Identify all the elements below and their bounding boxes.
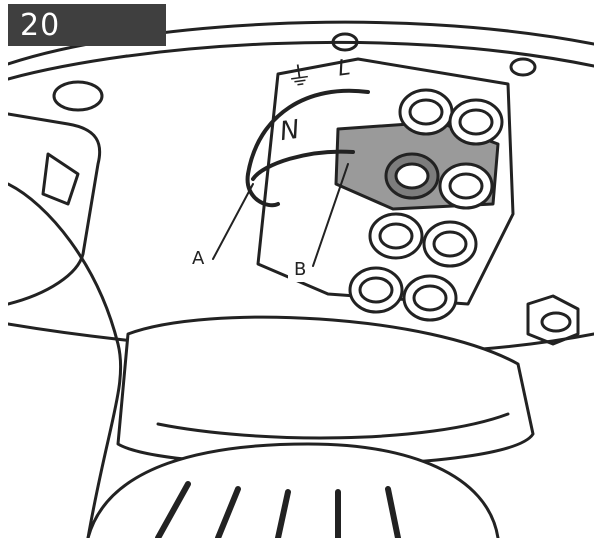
right-nut-bolt (540, 311, 572, 333)
leader-a (212, 183, 254, 260)
top-rivet-left (331, 32, 359, 52)
left-arm (8, 182, 123, 538)
left-bracket-screw (41, 152, 80, 206)
housing-rim (156, 412, 510, 440)
callout-a: A (186, 247, 211, 271)
top-rivet-right (509, 57, 537, 77)
left-rivet (52, 80, 104, 112)
fan-guard-ribs (155, 481, 401, 538)
terminal-screws (348, 88, 504, 322)
plate-top-edge-inner (8, 40, 594, 81)
callout-b: B (288, 258, 313, 282)
neutral-label: N (278, 114, 302, 148)
earth-symbol: ⏚ (284, 60, 315, 94)
wire-earth (245, 88, 370, 208)
illustration-frame: ⏚ N L (8, 4, 594, 538)
wire-neutral (251, 149, 355, 181)
left-bracket (8, 112, 102, 306)
leader-b (312, 163, 349, 267)
plate-top-edge (8, 20, 594, 66)
wiring-illustration (8, 20, 594, 538)
right-nut (526, 294, 580, 346)
step-number-badge: 20 (8, 4, 166, 46)
